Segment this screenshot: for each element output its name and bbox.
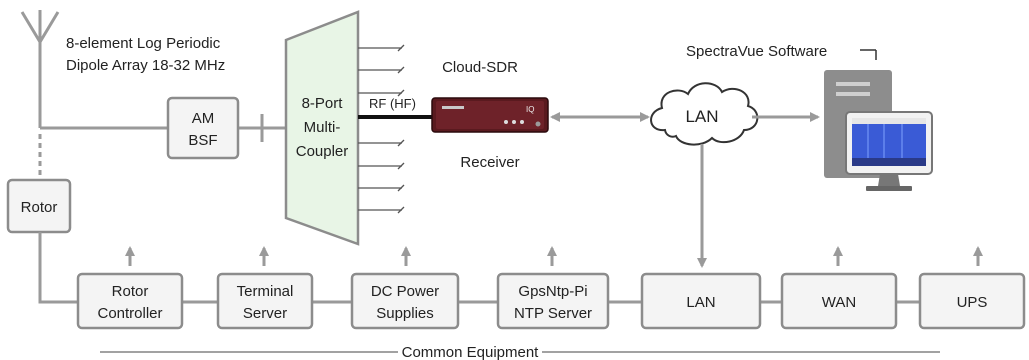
coupler-label-line3: Coupler (296, 143, 349, 160)
dc-power-supplies-box (350, 272, 460, 330)
equipment-label: WAN (822, 294, 856, 311)
antenna-description-line1: 8-element Log Periodic (66, 35, 221, 52)
ups-box (918, 272, 1026, 330)
coupler-output-ports (358, 44, 405, 214)
equipment-label: Terminal (237, 283, 294, 300)
equipment-label: Rotor (112, 283, 149, 300)
receiver-caption: Receiver (460, 154, 519, 171)
receiver-device-icon: IQ (431, 97, 549, 133)
rotor-controller-box (76, 272, 184, 330)
receiver-title: Cloud-SDR (442, 59, 518, 76)
footer-label: Common Equipment (402, 344, 540, 360)
equipment-status-arrows (125, 246, 983, 266)
equipment-label: GpsNtp-Pi (518, 283, 587, 300)
lan-cloud-label: LAN (685, 107, 718, 126)
equipment-label: DC Power (371, 283, 439, 300)
rotor-control-line (38, 232, 78, 304)
coupler-label-line1: 8-Port (302, 95, 344, 112)
antenna-description-line2: Dipole Array 18-32 MHz (66, 57, 225, 74)
am-bsf-filter-box (166, 96, 240, 160)
equipment-label: UPS (957, 294, 988, 311)
multicoupler-shape (284, 10, 360, 246)
equipment-label: Supplies (376, 305, 434, 322)
antenna-icon (20, 10, 60, 128)
terminal-server-box (216, 272, 314, 330)
filter-label-line1: AM (192, 110, 215, 127)
wan-box (780, 272, 898, 330)
equipment-label: Server (243, 305, 287, 322)
coupler-label-line2: Multi- (304, 119, 341, 136)
equipment-label: Controller (97, 305, 162, 322)
computer-icon (824, 70, 933, 191)
equipment-label: LAN (686, 294, 715, 311)
lan-cloud-icon (650, 82, 759, 146)
rotor-label: Rotor (21, 199, 58, 216)
lan-box (640, 272, 762, 330)
equipment-row: Rotor Controller Terminal Server DC Powe… (76, 272, 1026, 330)
equipment-label: NTP Server (514, 305, 592, 322)
svg-text:IQ: IQ (526, 105, 534, 114)
rf-label: RF (HF) (369, 96, 416, 111)
filter-label-line2: BSF (188, 132, 217, 149)
gpsntp-pi-box (496, 272, 610, 330)
software-label: SpectraVue Software (686, 43, 827, 60)
